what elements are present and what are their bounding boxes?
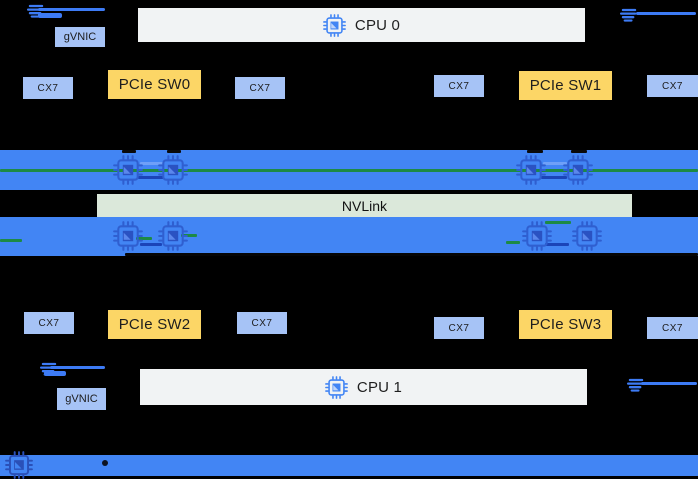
- nvlink-line: [0, 169, 698, 172]
- gpu-chip-icon: [113, 155, 143, 185]
- gpu-chip-icon: [516, 155, 546, 185]
- link-dash: [138, 176, 164, 179]
- connection-line: [38, 8, 105, 11]
- cx7-label: CX7: [662, 322, 683, 334]
- gvnic-box-bottom: gVNIC: [57, 388, 106, 410]
- gvnic-label: gVNIC: [65, 393, 98, 405]
- link-dash: [140, 243, 162, 246]
- gvnic-box-top: gVNIC: [55, 27, 105, 47]
- cpu1-label: CPU 1: [356, 378, 403, 396]
- gpu-chip-icon: [563, 155, 593, 185]
- gpu-chip-icon: [113, 221, 143, 251]
- nvlink-label: NVLink: [341, 198, 388, 214]
- link-dash: [545, 221, 571, 224]
- pcie-sw1-box: PCIe SW1: [519, 71, 612, 100]
- cx7-label: CX7: [251, 317, 273, 329]
- connection-line: [44, 371, 66, 376]
- gvnic-label: gVNIC: [63, 31, 97, 43]
- pcie-sw2-label: PCIe SW2: [118, 316, 191, 333]
- cx7-label: CX7: [448, 80, 470, 92]
- cx7-label: CX7: [38, 317, 60, 329]
- connector-mark: [571, 150, 587, 153]
- connection-line: [38, 13, 62, 18]
- link-dash: [543, 162, 567, 165]
- gpu-chip-icon: [158, 221, 188, 251]
- gpu-chip-icon: [522, 221, 552, 251]
- cx7-box: CX7: [434, 75, 484, 97]
- nvlink-bar: NVLink: [95, 194, 632, 218]
- pcie-sw1-label: PCIe SW1: [529, 77, 602, 94]
- cpu1-box: CPU 1: [140, 369, 587, 405]
- gpu-bar-bottom: [0, 217, 698, 256]
- pcie-sw0-label: PCIe SW0: [118, 76, 191, 93]
- pcie-sw2-box: PCIe SW2: [108, 310, 201, 339]
- pcie-sw3-label: PCIe SW3: [529, 316, 602, 333]
- cpu-chip-icon: [324, 375, 348, 399]
- link-dash: [181, 234, 197, 237]
- link-dash: [541, 176, 567, 179]
- network-chip-icon: [5, 451, 33, 479]
- connection-line: [636, 12, 696, 15]
- cx7-box: CX7: [237, 312, 287, 334]
- pcie-sw0-box: PCIe SW0: [108, 70, 201, 99]
- cx7-box: CX7: [23, 77, 73, 99]
- nic-icon: [627, 378, 645, 393]
- link-dash: [545, 243, 569, 246]
- nic-icon: [620, 8, 638, 23]
- connector-mark: [167, 150, 181, 153]
- cpu-chip-icon: [322, 13, 346, 37]
- cx7-box: CX7: [24, 312, 74, 334]
- connector-mark: [102, 460, 108, 466]
- cx7-box: CX7: [434, 317, 484, 339]
- cx7-label: CX7: [662, 80, 683, 92]
- gpu-chip-icon: [158, 155, 188, 185]
- cx7-label: CX7: [249, 82, 271, 94]
- link-dash: [0, 239, 22, 242]
- link-dash: [506, 241, 520, 244]
- cpu0-box: CPU 0: [138, 8, 585, 42]
- pcie-sw3-box: PCIe SW3: [519, 310, 612, 339]
- connection-line: [641, 382, 697, 385]
- cx7-label: CX7: [448, 322, 470, 334]
- cx7-box: CX7: [647, 317, 698, 339]
- cx7-box: CX7: [647, 75, 698, 97]
- cpu0-label: CPU 0: [354, 16, 401, 34]
- cx7-box: CX7: [235, 77, 285, 99]
- connector-mark: [122, 150, 136, 153]
- connector-mark: [527, 150, 543, 153]
- link-dash: [136, 237, 152, 240]
- gpu-bar-top: [0, 150, 698, 190]
- cx7-label: CX7: [37, 82, 59, 94]
- connector-mark: [125, 253, 698, 256]
- gpu-chip-icon: [572, 221, 602, 251]
- host-network-bar: [0, 455, 698, 476]
- link-dash: [140, 162, 164, 165]
- connection-line: [50, 366, 105, 369]
